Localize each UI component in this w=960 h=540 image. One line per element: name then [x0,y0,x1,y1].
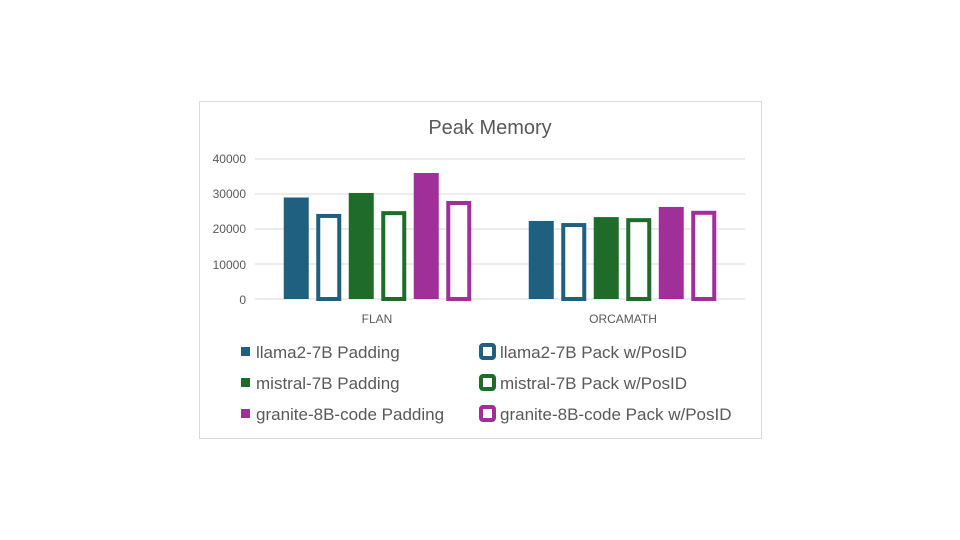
legend-item: mistral-7B Pack w/PosID [479,374,687,393]
legend-label: granite-8B-code Padding [256,405,444,424]
bar-orcamath-granite-8b-code-padding [658,206,684,299]
legend-swatch [241,378,250,387]
chart-frame: Peak Memory 40000 30000 20000 10000 0 FL… [199,101,762,439]
legend-label: mistral-7B Padding [256,374,400,393]
bar-flan-granite-8b-code-pack-w-posid [446,201,472,301]
y-tick-label: 0 [239,293,246,307]
legend-label: mistral-7B Pack w/PosID [500,374,687,393]
legend-swatch [241,409,250,418]
bar-orcamath-mistral-7b-padding [593,217,619,299]
y-axis: 40000 30000 20000 10000 0 [213,152,247,307]
legend-swatch [479,374,496,391]
y-tick-label: 30000 [213,187,247,201]
legend-item: mistral-7B Padding [241,374,400,393]
x-category-label: FLAN [362,312,393,326]
legend-item: granite-8B-code Padding [241,405,444,424]
legend-item: llama2-7B Padding [241,343,400,362]
y-tick-label: 10000 [213,258,247,272]
chart-title: Peak Memory [428,117,551,139]
legend-swatch [479,343,496,360]
bar-orcamath-llama2-7b-pack-w-posid [561,223,587,301]
legend-swatch [241,347,250,356]
bar-orcamath-granite-8b-code-pack-w-posid [691,210,717,301]
bar-flan-llama2-7b-pack-w-posid [316,213,342,301]
y-tick-label: 40000 [213,152,247,166]
legend: llama2-7B Padding llama2-7B Pack w/PosID m… [241,343,732,424]
legend-swatch [479,405,496,422]
bar-orcamath-mistral-7b-pack-w-posid [626,218,652,301]
peak-memory-chart: Peak Memory 40000 30000 20000 10000 0 FL… [213,117,745,424]
x-category-label: ORCAMATH [589,312,657,326]
legend-label: granite-8B-code Pack w/PosID [500,405,732,424]
y-tick-label: 20000 [213,222,247,236]
legend-label: llama2-7B Padding [256,343,400,362]
bar-orcamath-llama2-7b-padding [528,220,554,299]
bar-flan-granite-8b-code-padding [413,173,439,299]
bar-flan-mistral-7b-padding [348,192,374,299]
legend-label: llama2-7B Pack w/PosID [500,343,687,362]
x-axis: FLAN ORCAMATH [362,312,657,326]
bar-flan-mistral-7b-pack-w-posid [381,211,407,301]
legend-item: llama2-7B Pack w/PosID [479,343,687,362]
bar-flan-llama2-7b-padding [283,197,309,299]
bars [283,173,717,301]
legend-item: granite-8B-code Pack w/PosID [479,405,732,424]
